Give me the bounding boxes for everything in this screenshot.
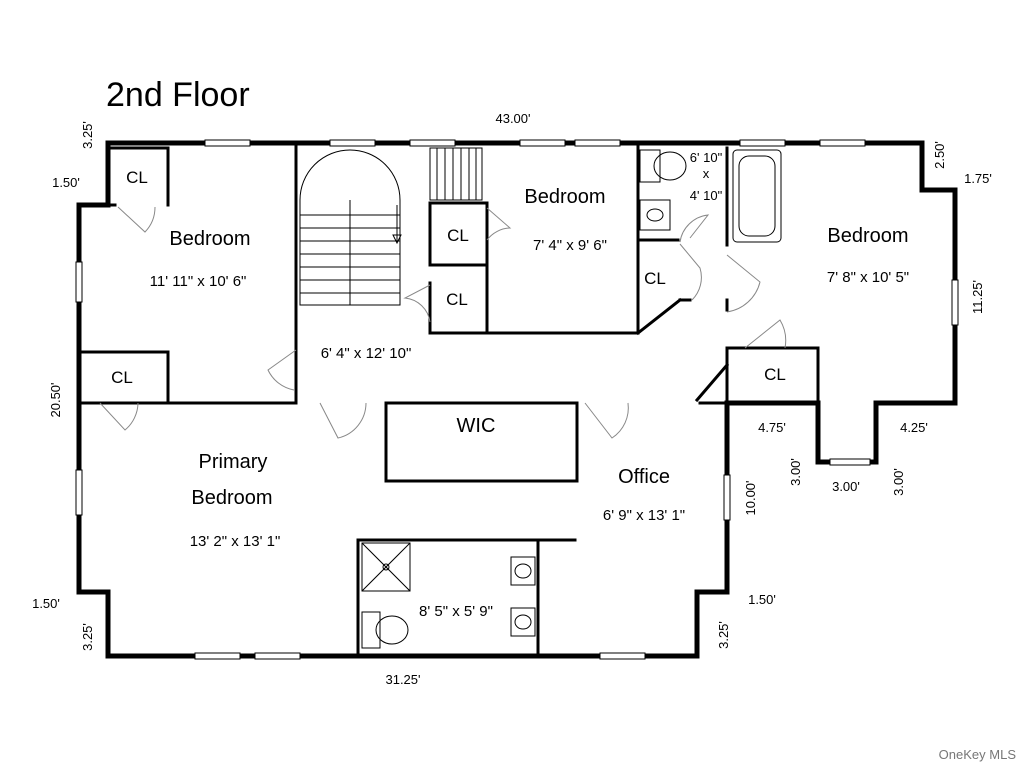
measure-bay-width: 3.00': [832, 479, 860, 494]
room-size-bath-upper-2: x: [703, 166, 710, 181]
watermark: OneKey MLS: [938, 747, 1016, 762]
room-name-wic: WIC: [457, 415, 496, 437]
windows: [75, 139, 959, 660]
room-name-primary-1: Primary: [199, 451, 268, 473]
measure-left-upper-jog: 1.50': [52, 175, 80, 190]
room-size-primary: 13' 2" x 13' 1": [190, 533, 281, 550]
closet-label: CL: [644, 269, 666, 288]
room-size-hall: 6' 4" x 12' 10": [321, 345, 412, 362]
room-name-office: Office: [618, 466, 670, 488]
closet-label: CL: [764, 365, 786, 384]
room-size-bedroom-center: 7' 4" x 9' 6": [533, 237, 607, 254]
closet-label: CL: [111, 368, 133, 387]
room-size-bath-upper-1: 6' 10": [690, 150, 723, 165]
room-size-bath-primary: 8' 5" x 5' 9": [419, 603, 493, 620]
dimension-labels: 43.00' 3.25' 1.50' 20.50' 1.50' 3.25' 31…: [32, 111, 992, 687]
page-title: 2nd Floor: [106, 76, 250, 114]
measure-east-side: 11.25': [970, 280, 985, 314]
room-name-bedroom-center: Bedroom: [524, 186, 605, 208]
measure-bay-left-depth: 3.00': [788, 458, 803, 486]
closet-labels: CL CL CL CL CL CL: [111, 168, 786, 387]
measure-bay-right: 4.25': [900, 420, 928, 435]
room-size-office: 6' 9" x 13' 1": [603, 507, 685, 524]
measure-office-side: 10.00': [743, 480, 758, 515]
measure-top-right-corner: 2.50': [932, 141, 947, 169]
measure-top-left-corner: 3.25': [80, 121, 95, 149]
measure-right-lower-jog: 1.50': [748, 592, 776, 607]
measure-bottom-total: 31.25': [385, 672, 420, 687]
exterior-walls: [76, 140, 958, 659]
bathroom-fixtures: [361, 149, 782, 649]
measure-bottom-left-corner: 3.25': [80, 623, 95, 651]
staircase: [299, 147, 483, 306]
measure-top-total: 43.00': [495, 111, 530, 126]
measure-left-side: 20.50': [48, 382, 63, 417]
measure-bottom-right-corner: 3.25': [716, 621, 731, 649]
room-labels: Bedroom 11' 11" x 10' 6" Bedroom 7' 4" x…: [150, 150, 909, 620]
room-name-primary-2: Bedroom: [191, 487, 272, 509]
room-size-bath-upper-3: 4' 10": [690, 188, 723, 203]
measure-bay-left: 4.75': [758, 420, 786, 435]
room-size-bedroom-nw: 11' 11" x 10' 6": [150, 273, 247, 290]
closet-label: CL: [447, 226, 469, 245]
room-name-bedroom-east: Bedroom: [827, 225, 908, 247]
measure-left-lower-jog: 1.50': [32, 596, 60, 611]
measure-right-upper-jog: 1.75': [964, 171, 992, 186]
closet-label: CL: [446, 290, 468, 309]
closet-label: CL: [126, 168, 148, 187]
interior-walls: [77, 141, 820, 658]
doors: [99, 206, 787, 439]
room-name-bedroom-nw: Bedroom: [169, 228, 250, 250]
measure-bay-right-depth: 3.00': [891, 468, 906, 496]
room-size-bedroom-east: 7' 8" x 10' 5": [827, 269, 909, 286]
